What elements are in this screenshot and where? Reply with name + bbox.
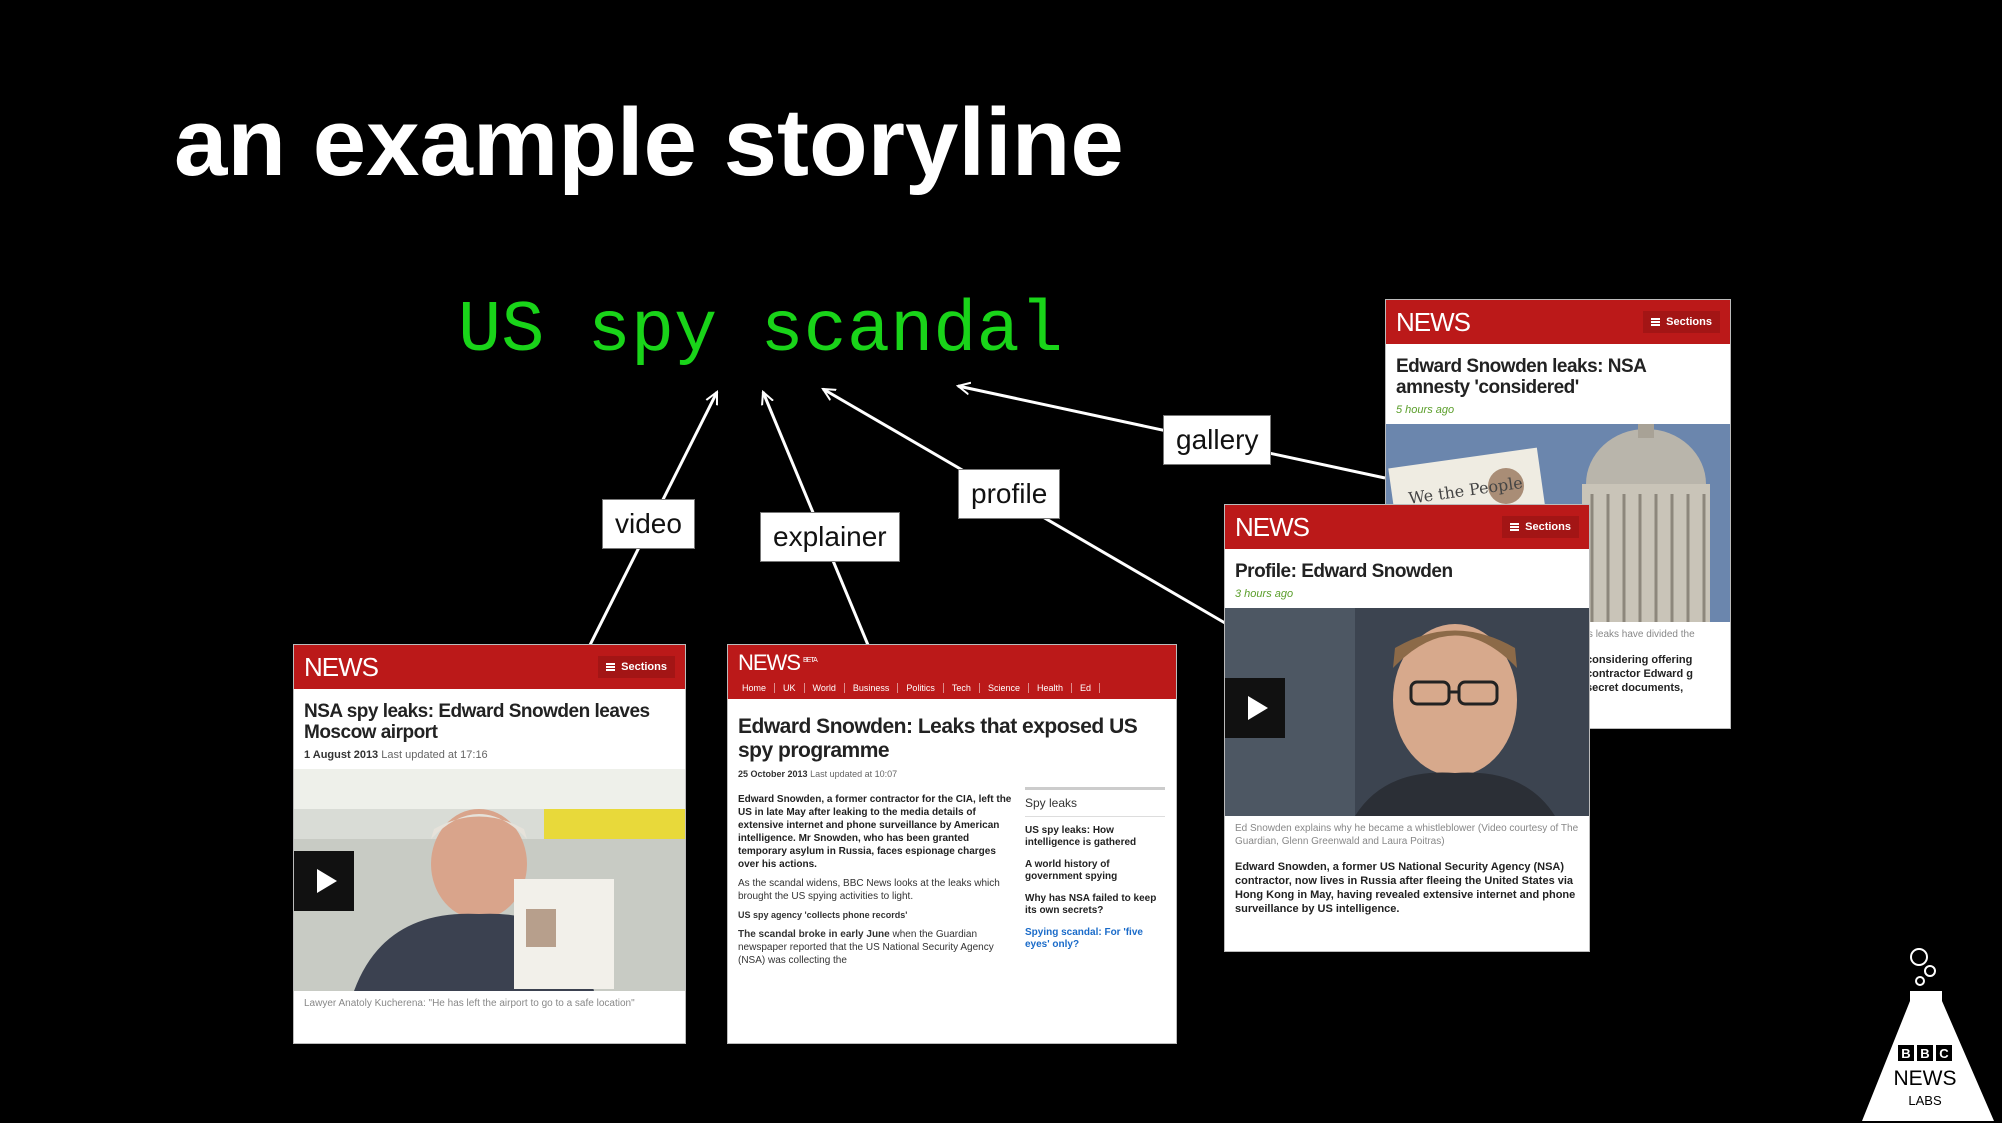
card-headline[interactable]: Edward Snowden: Leaks that exposed US sp…: [738, 715, 1138, 762]
logo-b1: B: [1901, 1046, 1910, 1061]
nav-item[interactable]: Business: [845, 683, 899, 693]
news-header-bar: NEWS Sections: [1386, 300, 1730, 344]
nav-item[interactable]: World: [805, 683, 845, 693]
relation-label-gallery: gallery: [1163, 415, 1272, 465]
card-headline[interactable]: Edward Snowden leaks: NSA amnesty 'consi…: [1396, 356, 1646, 398]
nav-item[interactable]: Tech: [944, 683, 980, 693]
time-ago: 5 hours ago: [1396, 404, 1455, 416]
sections-button[interactable]: Sections: [1502, 516, 1579, 538]
lawyer-image: [294, 769, 685, 991]
article-subhead[interactable]: US spy agency 'collects phone records': [738, 910, 908, 920]
video-caption: Lawyer Anatoly Kucherena: "He has left t…: [304, 998, 635, 1009]
sections-button[interactable]: Sections: [598, 656, 675, 678]
article-paragraph: The scandal broke in early June when the…: [738, 929, 994, 966]
logo-c: C: [1939, 1046, 1949, 1061]
related-link[interactable]: Spying scandal: For 'five eyes' only?: [1025, 927, 1143, 950]
sections-label: Sections: [621, 661, 667, 673]
related-sidebar: Spy leaks US spy leaks: How intelligence…: [1025, 787, 1165, 973]
article-paragraph: As the scandal widens, BBC News looks at…: [738, 878, 1000, 902]
sections-label: Sections: [1666, 316, 1712, 328]
related-link[interactable]: US spy leaks: How intelligence is gather…: [1025, 825, 1137, 848]
card-date: 1 August 2013: [304, 749, 379, 761]
news-header-bar: NEWS Sections: [294, 645, 685, 689]
snowden-image: [1225, 608, 1589, 816]
explainer-body: Edward Snowden, a former contractor for …: [728, 787, 1176, 973]
play-icon[interactable]: [294, 851, 354, 911]
video-card[interactable]: NEWS Sections NSA spy leaks: Edward Snow…: [294, 645, 685, 1043]
storyline-topic: US spy scandal: [458, 290, 1063, 372]
news-logo: NEWS: [304, 651, 379, 682]
summary-text: considering offering contractor Edward g…: [1586, 654, 1693, 694]
nav-item[interactable]: Science: [980, 683, 1029, 693]
menu-icon: [1510, 523, 1520, 531]
bbc-blocks: [1898, 1045, 1952, 1061]
gallery-card[interactable]: NEWS Sections Edward Snowden leaks: NSA …: [1386, 300, 1730, 728]
related-link[interactable]: A world history of government spying: [1025, 859, 1118, 882]
nav-item[interactable]: Health: [1029, 683, 1072, 693]
slide-title: an example storyline: [174, 89, 1124, 196]
bbc-news-labs-logo: B B C NEWS LABS: [1862, 948, 1994, 1121]
card-updated: Last updated at 10:07: [810, 769, 898, 779]
menu-icon: [1651, 318, 1661, 326]
logo-news: NEWS: [1894, 1067, 1957, 1090]
article-column: Edward Snowden, a former contractor for …: [738, 787, 1013, 973]
time-ago: 3 hours ago: [1235, 588, 1294, 600]
card-dateline: 25 October 2013 Last updated at 10:07: [728, 769, 1176, 787]
card-updated: Last updated at 17:16: [381, 749, 488, 761]
profile-summary: Edward Snowden, a former US National Sec…: [1235, 861, 1576, 915]
news-logo: NEWS: [1235, 511, 1310, 542]
beta-badge: BETA: [803, 656, 818, 664]
relation-label-explainer: explainer: [760, 512, 900, 562]
video-thumbnail[interactable]: [294, 769, 685, 991]
section-nav: Home UK World Business Politics Tech Sci…: [728, 681, 1176, 699]
play-icon[interactable]: [1225, 678, 1285, 738]
related-link[interactable]: Why has NSA failed to keep its own secre…: [1025, 893, 1157, 916]
nav-item[interactable]: UK: [775, 683, 805, 693]
logo-b2: B: [1920, 1046, 1929, 1061]
card-date: 25 October 2013: [738, 769, 808, 779]
news-logo: NEWS: [1396, 306, 1471, 337]
photo-caption: 's leaks have divided the: [1586, 629, 1695, 640]
menu-icon: [606, 663, 616, 671]
video-caption: Ed Snowden explains why he became a whis…: [1235, 823, 1579, 847]
nav-item[interactable]: Ed: [1072, 683, 1100, 693]
sections-button[interactable]: Sections: [1643, 311, 1720, 333]
profile-card[interactable]: NEWS Sections Profile: Edward Snowden 3 …: [1225, 505, 1589, 951]
nav-item[interactable]: Politics: [898, 683, 944, 693]
logo-labs: LABS: [1908, 1093, 1942, 1108]
article-intro: Edward Snowden, a former contractor for …: [738, 794, 1012, 870]
nav-item[interactable]: Home: [734, 683, 776, 693]
sidebar-heading: Spy leaks: [1025, 796, 1165, 817]
news-header-bar: NEWS Sections: [1225, 505, 1589, 549]
card-headline[interactable]: NSA spy leaks: Edward Snowden leaves Mos…: [304, 701, 650, 743]
card-dateline: 1 August 2013 Last updated at 17:16: [294, 749, 685, 769]
relation-label-video: video: [602, 499, 695, 549]
relation-label-profile: profile: [958, 469, 1061, 519]
video-thumbnail[interactable]: [1225, 608, 1589, 816]
sections-label: Sections: [1525, 521, 1571, 533]
card-headline[interactable]: Profile: Edward Snowden: [1235, 561, 1453, 582]
